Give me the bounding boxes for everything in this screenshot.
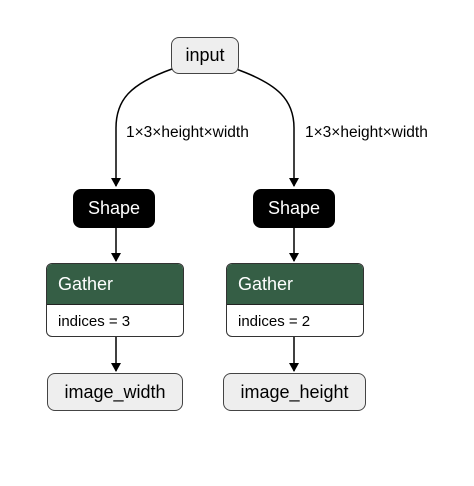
shape-node-right-label: Shape [267, 198, 321, 218]
input-node-label: input [185, 45, 225, 65]
edge-label-left: 1×3×height×width [126, 124, 249, 141]
edge-input-shape-right [235, 68, 299, 187]
edge-label-right: 1×3×height×width [305, 124, 428, 141]
output-node-right[interactable]: image_height [223, 373, 366, 411]
gather-node-left[interactable]: Gather indices = 3 [46, 263, 184, 337]
input-node[interactable]: input [171, 37, 239, 74]
shape-node-left-label: Shape [87, 198, 141, 218]
gather-node-right-header: Gather [227, 264, 363, 305]
gather-node-right-attribute: indices = 2 [238, 312, 311, 330]
edge-input-shape-left [111, 68, 173, 187]
gather-node-right[interactable]: Gather indices = 2 [226, 263, 364, 337]
output-node-right-label: image_height [240, 381, 349, 402]
output-node-left-label: image_width [64, 381, 166, 402]
shape-node-right[interactable]: Shape [253, 189, 335, 228]
gather-node-left-header: Gather [47, 264, 183, 305]
output-node-left[interactable]: image_width [47, 373, 183, 411]
shape-node-left[interactable]: Shape [73, 189, 155, 228]
gather-node-left-attribute: indices = 3 [58, 312, 131, 330]
